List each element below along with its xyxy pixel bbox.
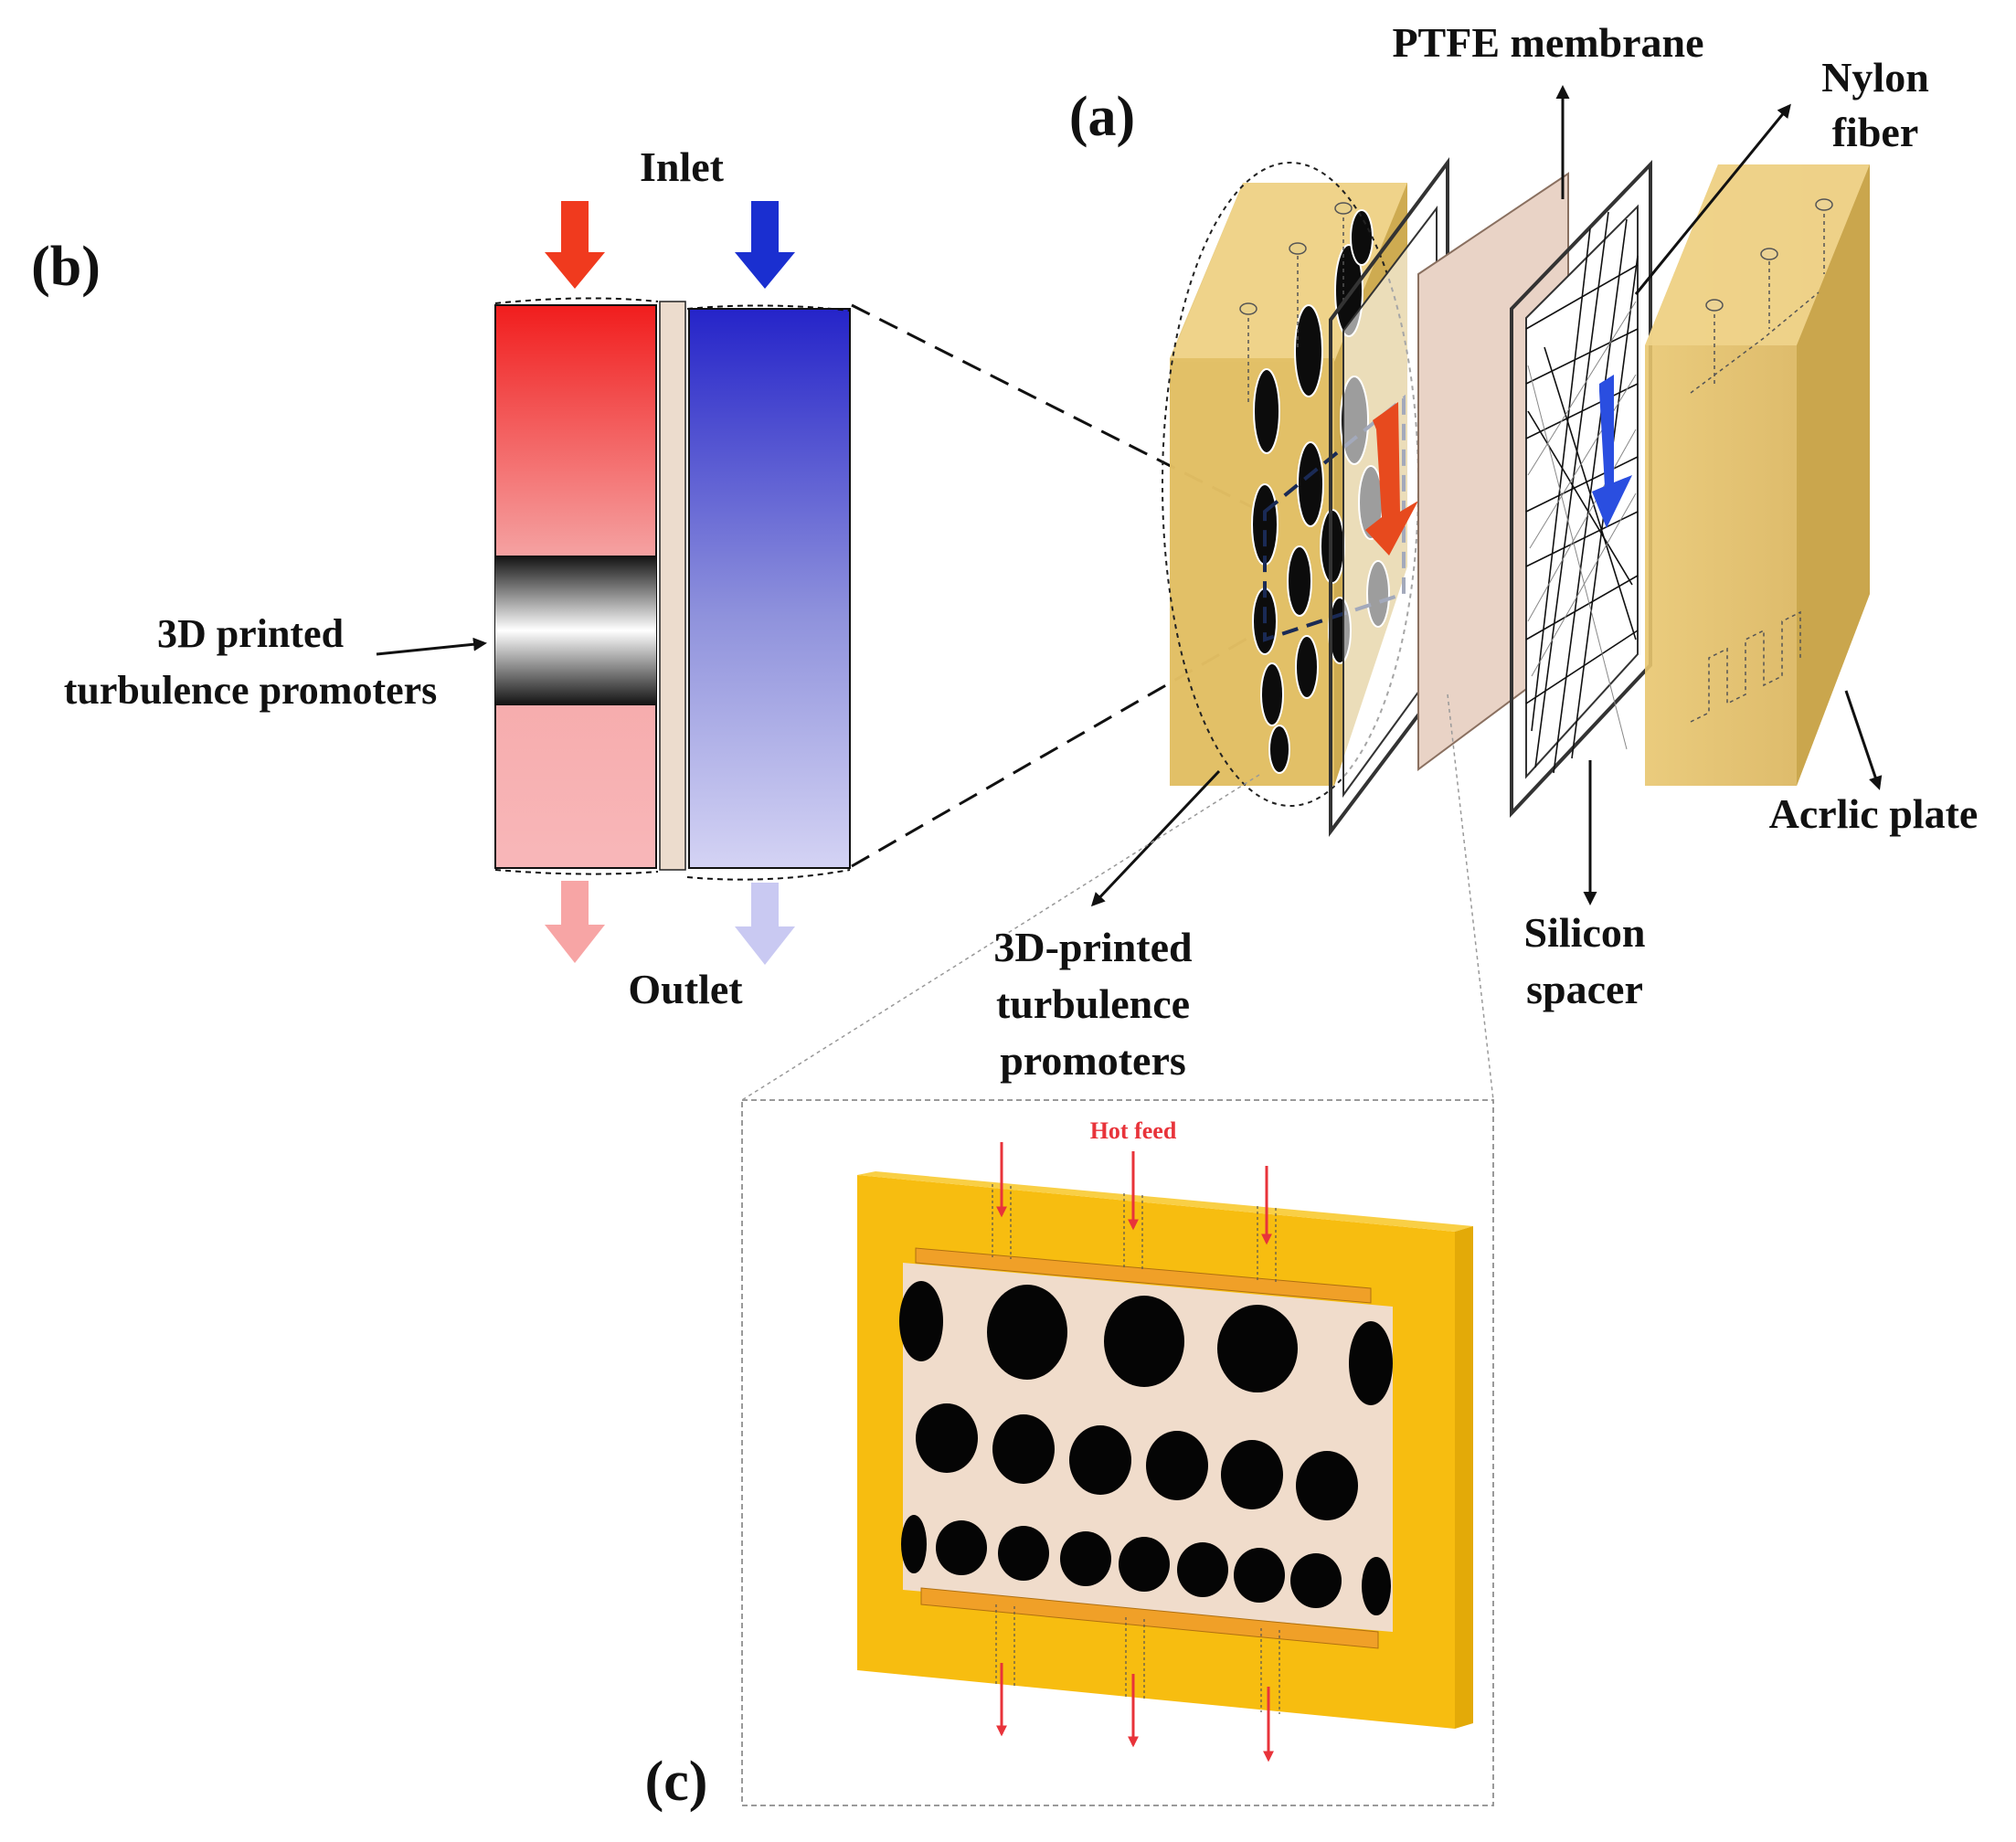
cold-outlet-arrow-icon — [735, 883, 795, 965]
turbulence-a-label-3: promoters — [1000, 1037, 1186, 1084]
ptfe-label: PTFE membrane — [1392, 19, 1703, 66]
turbulence-promoter-band — [495, 556, 656, 705]
hot-feed-arrows-icon — [996, 1142, 1274, 1763]
inlet-label: Inlet — [640, 143, 725, 190]
hot-flow-arrow-icon — [1365, 402, 1418, 556]
panel-label-b: (b) — [31, 236, 101, 298]
acrylic-plate-right — [1645, 164, 1870, 786]
panel-c-zoom — [741, 1099, 1494, 1806]
silicon-label-1: Silicon — [1524, 909, 1646, 956]
turbulence-b-label-2: turbulence promoters — [64, 668, 438, 713]
turbulence-b-label-1: 3D printed — [157, 611, 344, 656]
cold-flow-arrow-icon — [1592, 375, 1632, 528]
hot-feed-label: Hot feed — [1090, 1117, 1177, 1144]
silicon-label-2: spacer — [1526, 966, 1643, 1012]
panel-b-schematic — [376, 201, 1262, 965]
promoter-circles — [899, 1281, 1393, 1615]
turbulence-a-label-2: turbulence — [996, 980, 1190, 1027]
cold-inlet-arrow-icon — [735, 201, 795, 289]
membrane-strip — [659, 301, 686, 871]
nylon-label-2: fiber — [1832, 109, 1919, 155]
cold-channel — [688, 308, 851, 869]
panel-label-a: (a) — [1069, 86, 1135, 148]
turbulence-a-label-1: 3D-printed — [993, 924, 1193, 970]
panel-label-c: (c) — [645, 1751, 708, 1813]
hot-inlet-arrow-icon — [545, 201, 605, 289]
panel-a-module — [741, 85, 1883, 1101]
nylon-label-1: Nylon — [1821, 54, 1929, 101]
outlet-label: Outlet — [628, 966, 743, 1012]
hot-outlet-arrow-icon — [545, 881, 605, 963]
acrylic-label: Acrlic plate — [1769, 790, 1979, 837]
silicon-spacer-with-nylon — [1510, 160, 1652, 819]
